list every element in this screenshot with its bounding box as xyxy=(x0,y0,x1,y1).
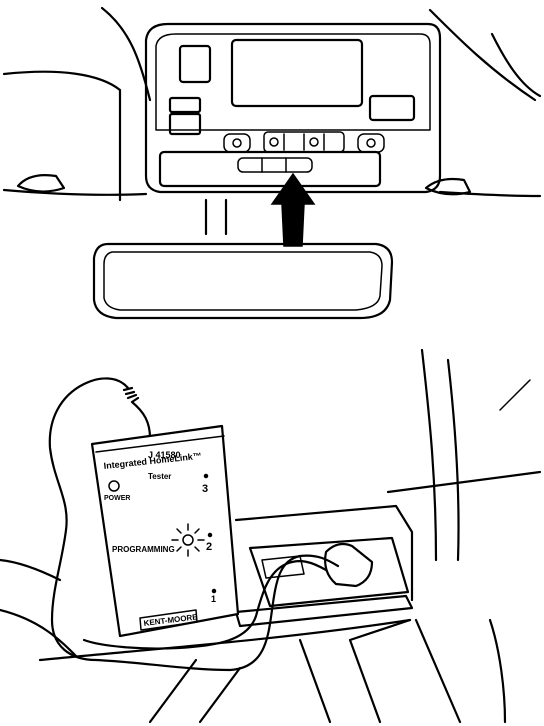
dash-line-9 xyxy=(0,558,62,582)
dash-line-7 xyxy=(0,608,78,658)
console-display xyxy=(230,38,364,108)
bank-knob-1 xyxy=(269,137,279,147)
headliner-edge-left xyxy=(100,6,152,102)
coiled-cord xyxy=(122,386,152,440)
dash-line-4 xyxy=(298,638,332,724)
programming-label: PROGRAMMING xyxy=(112,545,175,554)
dash-line-3 xyxy=(198,666,242,724)
headliner-edge xyxy=(2,70,122,202)
led-icon xyxy=(108,480,120,492)
console-housing xyxy=(144,22,442,194)
channel-1-label: 1 xyxy=(211,594,216,604)
cord-bottom-loop xyxy=(82,560,328,650)
lower-console-base xyxy=(234,594,414,628)
dash-line-8 xyxy=(488,618,507,724)
roof-right-line xyxy=(490,32,542,98)
lower-console-tray xyxy=(248,536,410,608)
channel-2-dot xyxy=(207,532,213,538)
map-light-left xyxy=(178,44,212,84)
lower-console-top xyxy=(234,504,414,602)
switch-left-lower xyxy=(168,112,202,136)
channel-1-dot xyxy=(211,588,217,594)
dash-line-6 xyxy=(414,618,462,724)
tester-connection-figure: J 41580 Integrated HomeLink™ Tester POWE… xyxy=(0,348,542,724)
button-round-1-dot xyxy=(232,138,242,148)
dash-line-5 xyxy=(348,618,412,724)
headliner-edge-right xyxy=(428,8,537,102)
channel-3-label: 3 xyxy=(202,483,208,495)
tester-top-edge xyxy=(95,435,225,453)
channel-2-label: 2 xyxy=(206,541,212,553)
switch-left-upper xyxy=(168,96,202,114)
headliner-lower-left xyxy=(2,188,148,196)
mirror-stem xyxy=(204,198,228,236)
rearview-mirror-inner xyxy=(103,251,383,311)
up-arrow-icon xyxy=(270,172,316,247)
lower-console-slot xyxy=(261,555,305,579)
overhead-console-figure xyxy=(2,6,542,320)
map-light-right xyxy=(368,94,416,122)
homelink-buttons xyxy=(237,157,313,173)
button-round-1 xyxy=(223,133,251,153)
headliner-lower-right xyxy=(438,190,542,198)
pillar-line-3 xyxy=(386,470,542,494)
brand-plate xyxy=(139,609,198,631)
bank-knob-2 xyxy=(309,137,319,147)
homelink-bay xyxy=(158,150,382,188)
console-inner-border xyxy=(155,33,431,131)
tester-part-number: J 41580 xyxy=(148,450,181,460)
connector-plug xyxy=(324,542,374,588)
dash-line-2 xyxy=(148,658,198,724)
homelink-button-dividers xyxy=(261,157,287,173)
cord-top-loop xyxy=(48,377,340,672)
button-bank-dividers xyxy=(283,133,325,151)
channel-3-dot xyxy=(203,473,209,479)
pillar-line-2 xyxy=(446,358,460,562)
button-round-2-dot xyxy=(366,138,376,148)
tester-device xyxy=(90,424,240,638)
clip-right xyxy=(424,177,472,196)
clip-left xyxy=(16,174,66,193)
button-round-2 xyxy=(357,133,385,153)
pillar-line-1 xyxy=(420,348,438,562)
rearview-mirror-outer xyxy=(92,242,394,320)
pillar-line-4 xyxy=(499,379,531,411)
power-label: POWER xyxy=(104,495,130,502)
led-burst-icon xyxy=(171,523,205,557)
tester-product-line2: Tester xyxy=(148,472,171,481)
